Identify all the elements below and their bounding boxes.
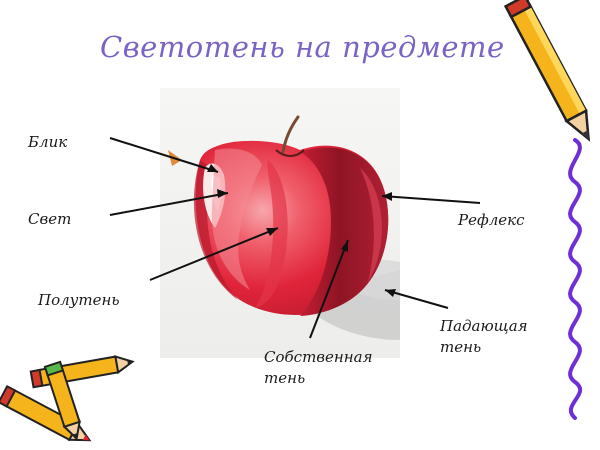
arrow-reflex <box>381 195 481 204</box>
label-halftone: Полутень <box>38 291 120 309</box>
pointer-arrows <box>109 137 481 339</box>
decorative-squiggle <box>568 138 583 420</box>
label-light: Свет <box>28 210 72 228</box>
label-cast-shadow-line2: тень <box>440 338 482 356</box>
diagram-title: Светотень на предмете <box>100 30 505 64</box>
reflex-band <box>360 168 382 282</box>
light-area <box>211 148 262 290</box>
arrow-cast-shadow <box>384 289 449 309</box>
arrow-highlight <box>109 137 219 173</box>
arrow-halftone <box>149 227 279 281</box>
label-own-shadow-line2: тень <box>264 369 306 387</box>
label-cast-shadow: Падающая тень <box>440 316 528 358</box>
pencil-icon <box>0 384 92 442</box>
label-highlight: Блик <box>28 133 68 151</box>
apple-shadow-side <box>300 147 389 316</box>
label-cast-shadow-line1: Падающая <box>440 317 528 335</box>
label-reflex: Рефлекс <box>458 211 525 229</box>
pencil-icon <box>43 360 81 441</box>
arrow-own-shadow <box>309 239 349 339</box>
label-own-shadow-line1: Собственная <box>264 348 373 366</box>
arrow-light <box>109 192 229 216</box>
apple-stem <box>281 115 300 154</box>
pencil-icon <box>503 0 591 142</box>
label-own-shadow: Собственная тень <box>264 347 373 389</box>
